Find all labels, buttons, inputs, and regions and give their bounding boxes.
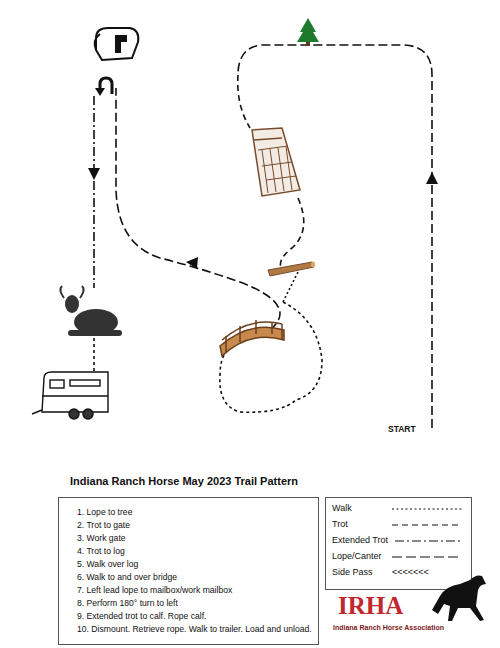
logo-letters: IRHA <box>338 592 403 620</box>
horse-trailer <box>32 372 108 419</box>
direction-arrow <box>426 172 438 184</box>
diagram-title: Indiana Ranch Horse May 2023 Trail Patte… <box>70 475 298 487</box>
walk-path <box>220 302 322 412</box>
list-item: 4. Trot to log <box>77 545 312 558</box>
list-item: 6. Walk to and over bridge <box>77 571 312 584</box>
trot-path <box>238 75 250 128</box>
legend-text: Walk <box>332 503 352 513</box>
legend-line-sample <box>392 552 462 562</box>
legend-line-sample <box>392 504 462 514</box>
legend-text: Extended Trot <box>332 535 388 545</box>
legend-line-sample <box>395 536 465 546</box>
list-item: 7. Left lead lope to mailbox/work mailbo… <box>77 584 312 597</box>
legend-text: Side Pass <box>332 567 373 577</box>
tree <box>297 18 319 46</box>
instruction-list: 1. Lope to tree2. Trot to gate3. Work ga… <box>58 497 319 645</box>
list-item: 1. Lope to tree <box>77 506 312 519</box>
extended-trot-path <box>93 96 95 288</box>
list-item: 5. Walk over log <box>77 558 312 571</box>
lope-path <box>238 45 432 428</box>
logo-caption: Indiana Ranch Horse Association <box>333 624 444 631</box>
direction-arrow <box>186 257 198 269</box>
lope-path <box>116 88 280 330</box>
list-item: 2. Trot to gate <box>77 519 312 532</box>
bridge <box>220 320 284 356</box>
legend-line-sample <box>392 520 462 530</box>
mailbox <box>95 28 139 60</box>
logo-horse <box>432 576 486 622</box>
list-item: 8. Perform 180° turn to left <box>77 597 312 610</box>
gate <box>252 128 300 196</box>
direction-arrow <box>88 168 100 180</box>
list-item: 9. Extended trot to calf. Rope calf. <box>77 610 312 623</box>
start-label: START <box>388 424 416 434</box>
legend-box <box>326 498 472 590</box>
legend-text: Lope/Canter <box>332 551 382 561</box>
list-item: 3. Work gate <box>77 532 312 545</box>
side-pass-sample: <<<<<<< <box>392 567 429 577</box>
walk-path <box>93 338 95 372</box>
legend-text: Trot <box>332 519 348 529</box>
turn-arrowhead <box>95 88 105 96</box>
log <box>268 262 315 277</box>
trot-path <box>280 198 303 272</box>
cow-dummy <box>60 286 122 336</box>
list-item: 10. Dismount. Retrieve rope. Walk to tra… <box>77 623 312 636</box>
